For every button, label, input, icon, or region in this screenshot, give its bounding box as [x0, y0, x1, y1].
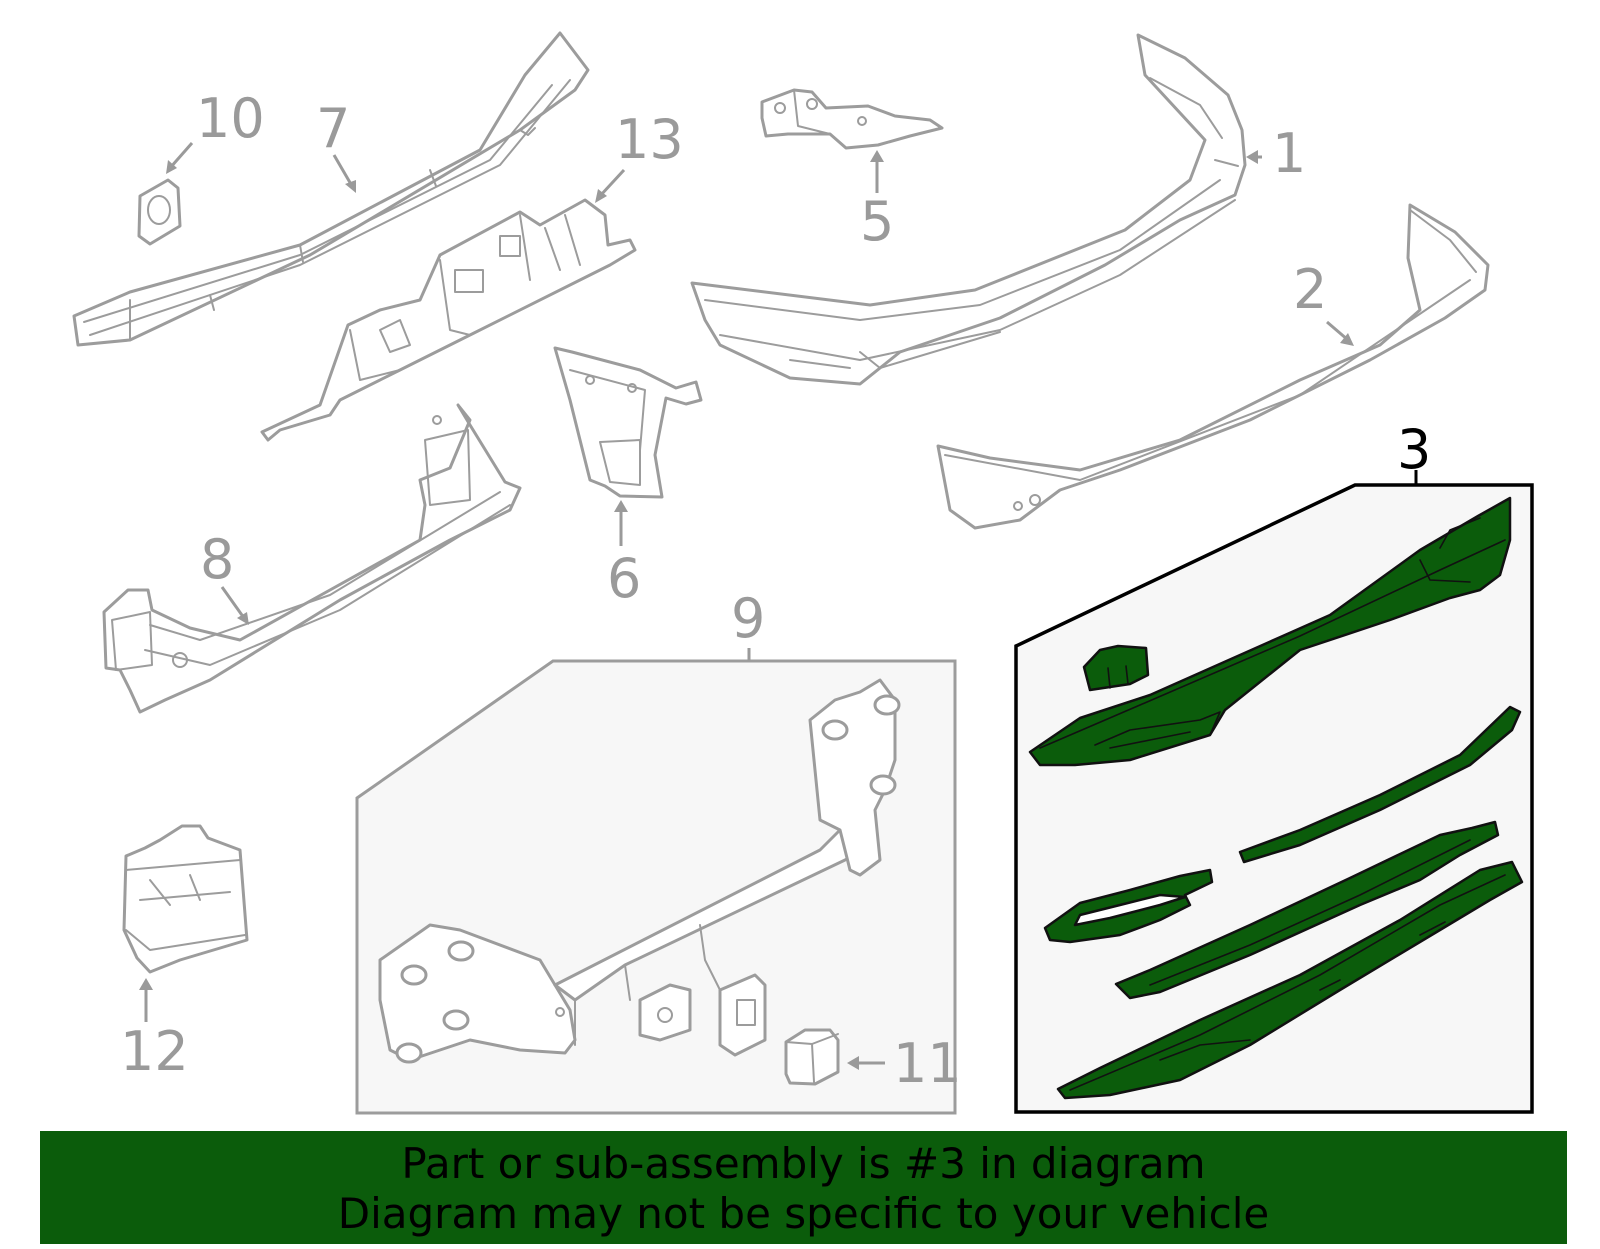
callout-6: 6 — [607, 500, 641, 610]
callout-7-leader — [332, 154, 354, 187]
callout-1: 1 — [1246, 122, 1306, 185]
callout-10-arrow — [166, 160, 177, 174]
part-2-lower-trim — [936, 203, 1490, 530]
part-7-reinforcement — [72, 31, 590, 347]
callout-6-label: 6 — [607, 547, 641, 610]
callout-2-arrow — [1340, 333, 1354, 346]
part-9-trailer-hitch — [378, 678, 901, 1064]
callout-7: 7 — [316, 97, 356, 193]
callout-2-leader — [1326, 320, 1349, 342]
callout-1-arrow — [1246, 150, 1258, 164]
part-6-side-bracket — [553, 346, 703, 499]
callout-5: 5 — [860, 150, 894, 253]
callout-10-label: 10 — [196, 87, 265, 150]
callout-10: 10 — [166, 87, 265, 174]
callout-12-label: 12 — [120, 1020, 189, 1083]
part-13-bracket — [260, 198, 637, 442]
part-12-block — [122, 824, 249, 974]
callout-2-label: 2 — [1293, 258, 1327, 321]
callout-8-label: 8 — [200, 528, 234, 591]
callout-3-label: 3 — [1397, 418, 1431, 481]
callout-5-arrow — [870, 150, 884, 162]
callout-2: 2 — [1293, 258, 1354, 346]
callout-11-label: 11 — [893, 1032, 962, 1095]
part-11-cap — [784, 1028, 840, 1086]
callout-7-label: 7 — [316, 97, 350, 160]
callout-13-leader — [598, 168, 626, 198]
callout-13-arrow — [595, 189, 607, 203]
part-10-grommet — [137, 178, 182, 246]
callout-9-label: 9 — [731, 587, 765, 650]
part-8-impact-bar — [102, 403, 522, 714]
callout-6-arrow — [614, 500, 628, 512]
callout-11: 11 — [847, 1032, 962, 1095]
callout-1-label: 1 — [1272, 122, 1306, 185]
banner-line-1: Part or sub-assembly is #3 in diagram — [401, 1139, 1206, 1188]
callout-5-label: 5 — [860, 190, 894, 253]
callout-8: 8 — [200, 528, 249, 625]
part-3-frame — [1014, 483, 1534, 1114]
callout-10-leader — [168, 142, 194, 169]
callout-11-arrow — [847, 1056, 859, 1070]
callout-8-arrow — [237, 612, 249, 625]
part-5-bracket — [760, 88, 944, 150]
part-1-bumper-cover — [690, 33, 1247, 386]
callout-12-arrow — [139, 978, 153, 990]
part-3-diffuser-assembly — [1028, 496, 1524, 1100]
callout-7-arrow — [345, 180, 356, 193]
banner-line-2: Diagram may not be specific to your vehi… — [337, 1189, 1270, 1238]
part-3-box: 3 — [1014, 418, 1534, 1114]
callout-13: 13 — [595, 108, 684, 203]
callout-13-label: 13 — [615, 108, 684, 171]
callout-12: 12 — [120, 978, 189, 1083]
info-banner: Part or sub-assembly is #3 in diagram Di… — [40, 1131, 1567, 1244]
callout-8-leader — [220, 586, 246, 619]
